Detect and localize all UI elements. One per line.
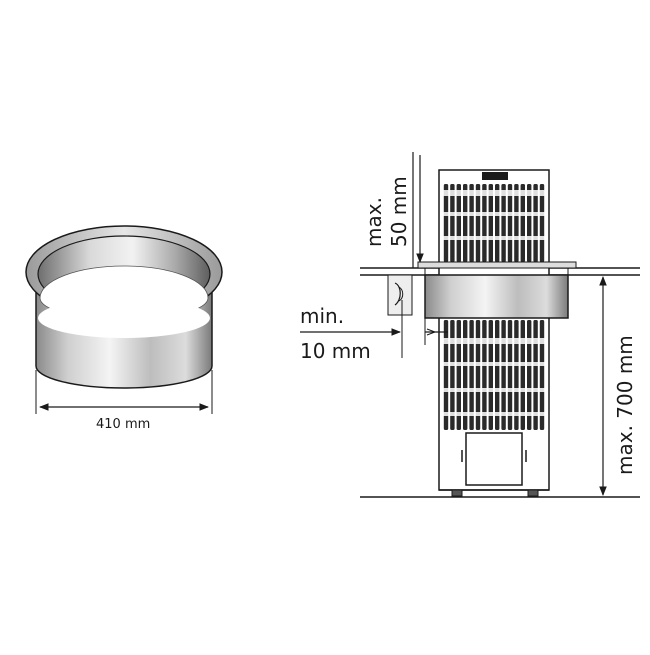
stone-rod bbox=[463, 320, 468, 430]
heater-foot-right bbox=[527, 489, 539, 497]
stone-rod bbox=[539, 320, 545, 430]
top-clearance-line1: max. bbox=[362, 197, 386, 247]
heater-top-cap bbox=[482, 172, 508, 180]
stone-rod bbox=[527, 184, 532, 262]
heater-illustration: max. 50 mm min. 10 mm max. 700 mm bbox=[300, 152, 640, 498]
heater-bands bbox=[440, 190, 548, 416]
stone-rod bbox=[495, 184, 500, 262]
ring-illustration: 410 mm bbox=[25, 225, 223, 432]
heater-stone-grid-lower bbox=[443, 320, 545, 430]
stone-rod bbox=[469, 320, 474, 430]
stone-rod bbox=[450, 184, 455, 262]
heater-band bbox=[440, 412, 548, 416]
heater-stone-grid-upper bbox=[443, 184, 545, 262]
top-clearance-line2: 50 mm bbox=[387, 176, 411, 247]
heater-band bbox=[440, 236, 548, 240]
stone-rod bbox=[507, 184, 513, 262]
heater-band bbox=[440, 388, 548, 392]
stone-rod bbox=[475, 184, 481, 262]
stone-rod bbox=[533, 184, 538, 262]
stone-rod bbox=[475, 320, 481, 430]
stone-rod bbox=[514, 320, 519, 430]
stone-rod bbox=[501, 184, 506, 262]
stone-rod bbox=[443, 320, 449, 430]
side-clearance-line2: 10 mm bbox=[300, 339, 371, 363]
stone-rod bbox=[469, 184, 474, 262]
heater-ceiling-ring bbox=[424, 274, 569, 319]
stone-rod bbox=[507, 320, 513, 430]
stone-rod bbox=[463, 184, 468, 262]
stone-rod bbox=[456, 320, 461, 430]
stone-rod bbox=[482, 184, 487, 262]
stone-rod bbox=[482, 320, 487, 430]
heater-band bbox=[440, 362, 548, 366]
ring-width-label: 410 mm bbox=[96, 417, 150, 432]
stone-rod bbox=[456, 184, 461, 262]
heater-control-box bbox=[465, 432, 523, 486]
stone-rod bbox=[520, 184, 525, 262]
stone-rod bbox=[514, 184, 519, 262]
height-label: max. 700 mm bbox=[613, 335, 637, 475]
side-clearance-line1: min. bbox=[300, 304, 344, 328]
stone-rod bbox=[501, 320, 506, 430]
heater-band bbox=[440, 338, 548, 344]
stone-rod bbox=[488, 184, 493, 262]
heater-foot-left bbox=[451, 489, 463, 497]
stone-rod bbox=[443, 184, 449, 262]
stone-rod bbox=[520, 320, 525, 430]
stone-rod bbox=[527, 320, 532, 430]
heater-band bbox=[440, 212, 548, 216]
heater-band bbox=[440, 190, 548, 196]
stone-rod bbox=[450, 320, 455, 430]
stone-rod bbox=[539, 184, 545, 262]
stone-rod bbox=[488, 320, 493, 430]
stone-rod bbox=[533, 320, 538, 430]
stone-rod bbox=[495, 320, 500, 430]
